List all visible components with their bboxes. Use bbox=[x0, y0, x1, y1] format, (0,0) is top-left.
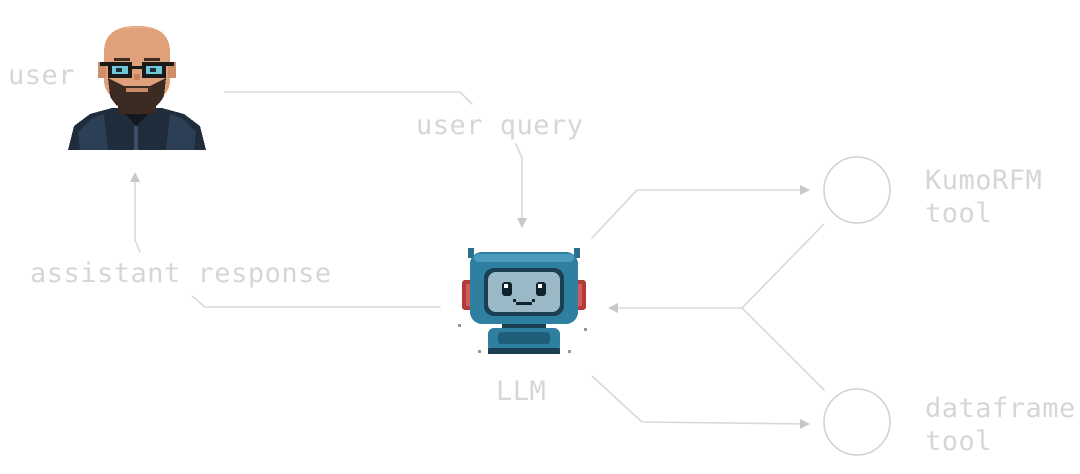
dataframe-tool-label-line1: dataframe bbox=[925, 393, 1076, 424]
edge-llm-to-kumo bbox=[591, 185, 810, 239]
pixel-art-bearded-man-icon bbox=[68, 26, 206, 150]
assistant-response-label: assistant response bbox=[30, 258, 332, 289]
edge-user-query bbox=[224, 91, 522, 226]
kumo-tool-node bbox=[823, 156, 891, 224]
dataframe-tool-label-line2: tool bbox=[925, 426, 993, 457]
kumo-tool-label-line2: tool bbox=[925, 198, 993, 229]
pixel-art-robot-icon bbox=[458, 248, 587, 354]
dataframe-tool-label: dataframe tool bbox=[925, 392, 1076, 458]
kumo-tool-label: KumoRFM tool bbox=[925, 164, 1042, 230]
edge-assistant-response bbox=[135, 174, 441, 308]
dataframe-tool-node bbox=[823, 388, 891, 456]
llm-label: LLM bbox=[496, 376, 547, 407]
edge-kumo-return bbox=[741, 223, 825, 309]
edge-llm-to-dataframe bbox=[591, 375, 810, 429]
user-query-label: user query bbox=[416, 110, 584, 141]
user-label: user bbox=[8, 60, 76, 91]
kumo-tool-label-line1: KumoRFM bbox=[925, 165, 1043, 196]
edge-dataframe-return bbox=[741, 307, 825, 391]
